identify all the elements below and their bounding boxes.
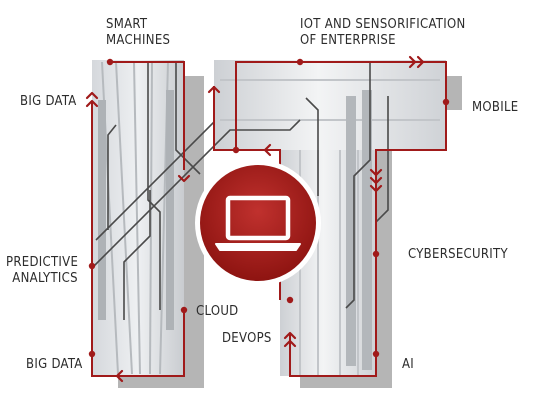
label-big-data-top: BIG DATA (20, 94, 77, 109)
label-big-data-bottom: BIG DATA (26, 357, 83, 372)
label-predictive-analytics: PREDICTIVE ANALYTICS (6, 255, 79, 286)
circuit-lines (91, 62, 389, 320)
connection-dots (88, 58, 450, 358)
laptop-icon (215, 195, 301, 251)
label-cloud: CLOUD (196, 304, 239, 319)
chevron-arrows (85, 55, 425, 383)
letter-i-panel (92, 60, 184, 376)
center-badge (195, 160, 321, 286)
label-mobile: MOBILE (472, 100, 519, 115)
label-smart-machines: SMART MACHINES (106, 17, 171, 48)
label-iot: IOT AND SENSORIFICATION OF ENTERPRISE (300, 17, 466, 48)
label-cybersecurity: CYBERSECURITY (408, 247, 508, 262)
label-ai: AI (402, 357, 415, 372)
label-devops: DEVOPS (222, 331, 272, 346)
